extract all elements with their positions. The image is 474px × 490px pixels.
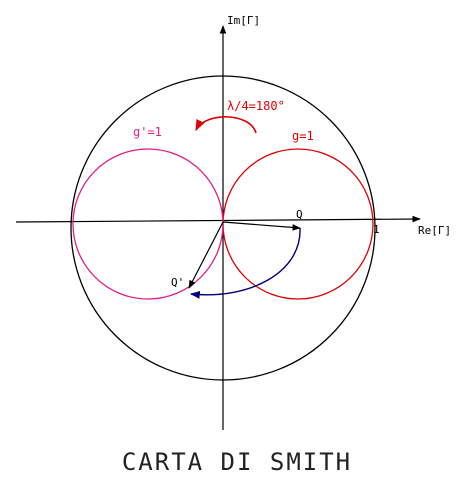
real-axis [15, 215, 421, 223]
g-circle-label: g=1 [292, 129, 314, 143]
g-prime-circle-label: g'=1 [133, 125, 162, 139]
point-q-label: Q [296, 208, 303, 221]
rotation-label: λ/4=180° [227, 99, 285, 113]
unit-tick-label: 1 [373, 223, 380, 236]
path-arc [190, 227, 301, 299]
real-axis-label: Re[Γ] [418, 224, 451, 237]
vector-q-prime [188, 221, 224, 289]
rotation-arrow [195, 116, 257, 134]
imag-axis-label: Im[Γ] [227, 14, 260, 27]
point-q-prime-label: Q' [171, 276, 184, 289]
vector-q [222, 221, 301, 231]
g-prime-unit-circle [72, 148, 224, 300]
page-title: CARTA DI SMITH [121, 448, 353, 476]
